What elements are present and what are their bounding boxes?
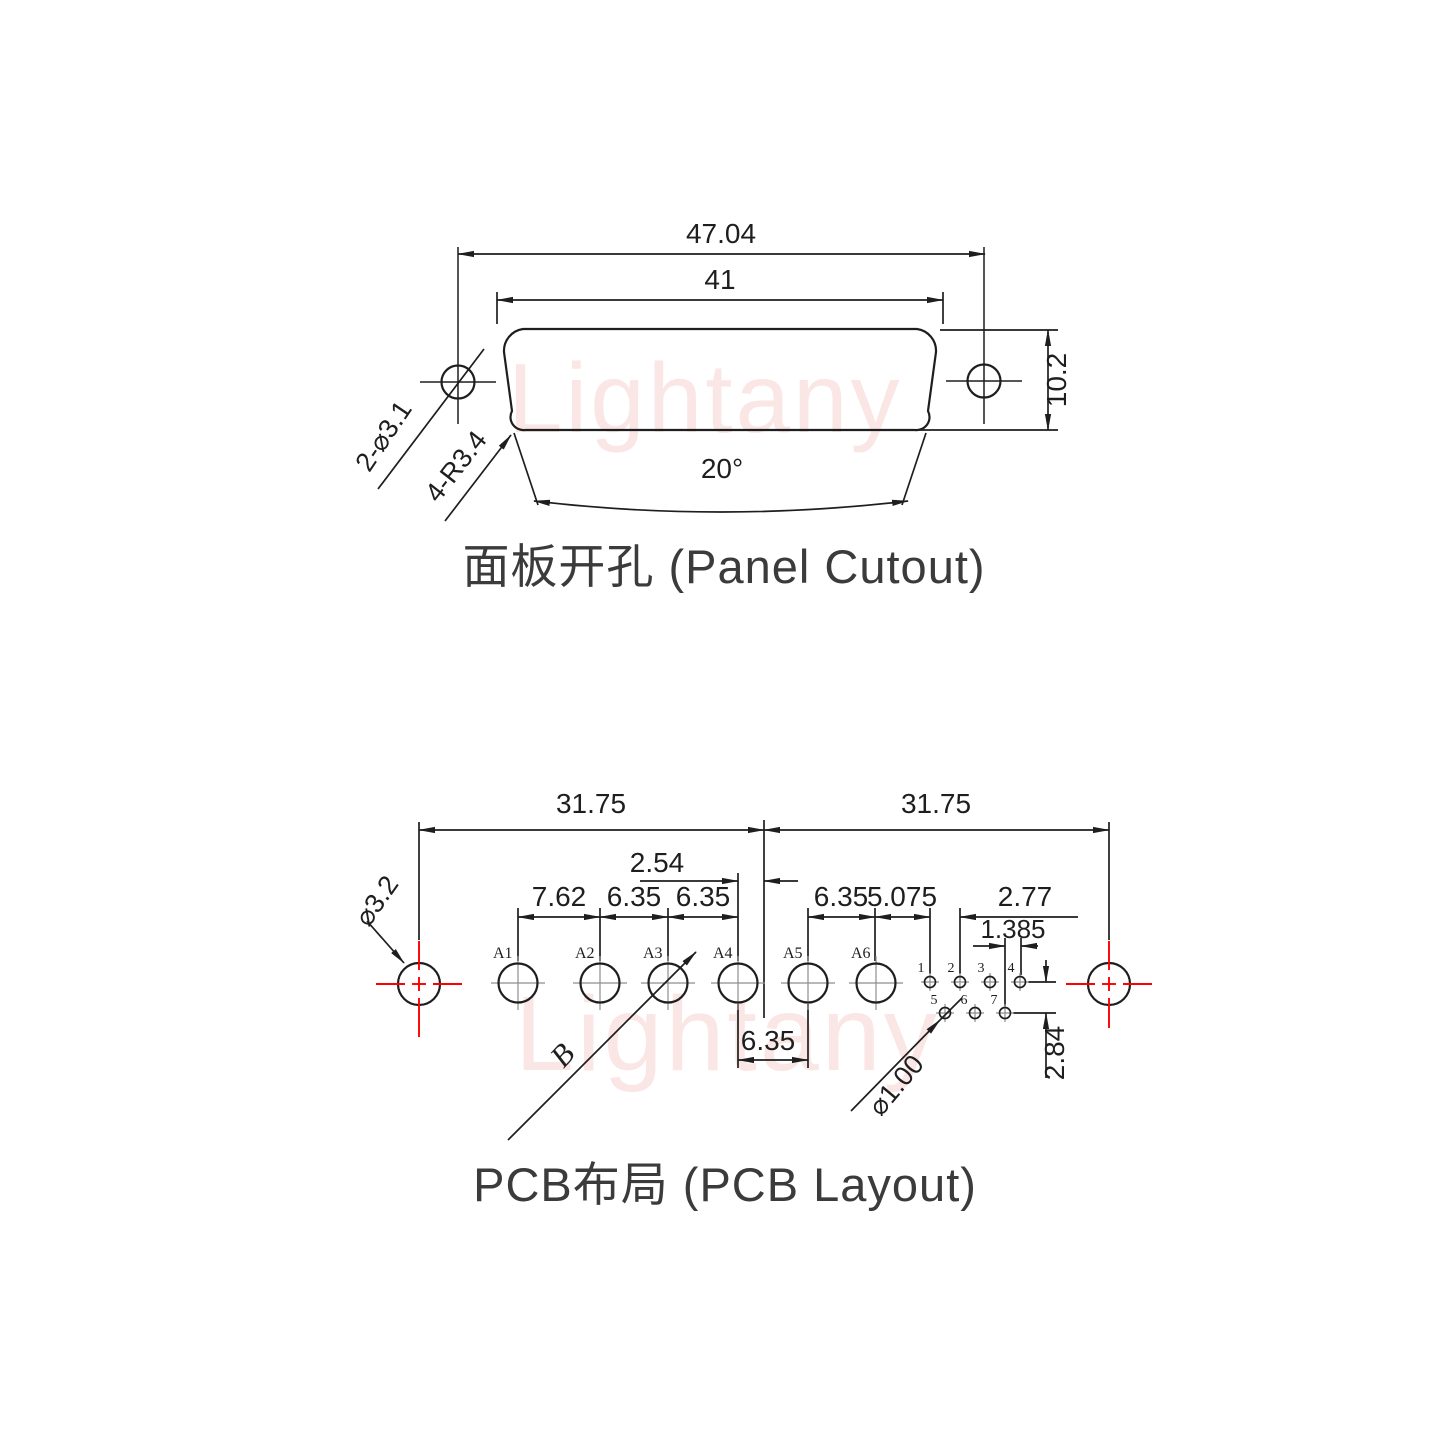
pin-label-2: 2: [948, 961, 955, 976]
contact-a2: A2: [573, 945, 627, 1010]
pin-2: 2: [948, 961, 969, 991]
dsub-cutout-outline: [502, 327, 938, 432]
pin-label-5: 5: [931, 993, 938, 1008]
pin-1: 1: [918, 961, 939, 991]
contact-a1: A1: [491, 945, 545, 1010]
contact-label-a3: A3: [643, 945, 663, 962]
dim-10-2: 10.2: [1041, 353, 1072, 408]
dim-2-84: 2.84: [1039, 1026, 1070, 1081]
angle-ext-right: [901, 432, 927, 506]
pin-5: 5: [931, 993, 954, 1022]
pcb-mount-hole-right: [1066, 941, 1152, 1028]
angle-arc: [533, 499, 909, 513]
leader-pcb-mount-hole: [366, 920, 405, 964]
pcb-layout-drawing: Lightany 31.75 31.75 2.54 7.62 6.35 6.35…: [349, 788, 1152, 1211]
callout-mount-hole-dia: ⌀3.2: [349, 870, 404, 931]
pin-4: 4: [1008, 961, 1029, 991]
callout-corner-radius: 4-R3.4: [419, 425, 493, 507]
dim-20-deg: 20°: [701, 453, 743, 484]
contact-a5: A5: [781, 945, 835, 1010]
contact-a6: A6: [849, 945, 903, 1010]
contact-label-a2: A2: [575, 945, 595, 962]
pin-label-1: 1: [918, 961, 925, 976]
dim-2-77: 2.77: [998, 881, 1053, 912]
dim-31-75-right: 31.75: [901, 788, 971, 819]
leader-coax-contact: [507, 951, 697, 1141]
leader-corner-radius: [444, 434, 512, 522]
dim-6-35-b: 6.35: [676, 881, 731, 912]
leader-pin-hole-tail: [939, 997, 963, 1021]
watermark-top: Lightany: [508, 343, 903, 453]
contact-a4: A4: [711, 945, 765, 1010]
dim-6-35-c: 6.35: [814, 881, 869, 912]
pcb-layout-title: PCB布局 (PCB Layout): [473, 1158, 977, 1211]
pin-3: 3: [978, 961, 999, 991]
leader-pin-hole: [850, 1019, 941, 1112]
angle-ext-left: [513, 432, 539, 506]
dim-47-04: 47.04: [686, 218, 756, 249]
dim-41: 41: [704, 264, 735, 295]
leader-mount-hole: [377, 348, 485, 490]
panel-cutout-drawing: Lightany 47.04 41 10.2 20° 2-⌀3.1: [349, 218, 1072, 593]
pin-7: 7: [991, 993, 1014, 1022]
dim-6-35-d: 6.35: [741, 1025, 796, 1056]
pin-label-7: 7: [991, 993, 998, 1008]
dim-31-75-left: 31.75: [556, 788, 626, 819]
contact-a3: A3: [641, 945, 695, 1010]
contact-label-a5: A5: [783, 945, 803, 962]
dim-6-35-a: 6.35: [607, 881, 662, 912]
dim-7-62: 7.62: [532, 881, 587, 912]
pin-label-4: 4: [1008, 961, 1015, 976]
pin-label-3: 3: [978, 961, 985, 976]
dim-5-075: 5.075: [867, 881, 937, 912]
contact-label-a6: A6: [851, 945, 871, 962]
pin-label-6: 6: [961, 993, 968, 1008]
contact-label-a1: A1: [493, 945, 513, 962]
panel-cutout-title: 面板开孔 (Panel Cutout): [462, 540, 985, 593]
callout-mount-holes: 2-⌀3.1: [349, 395, 417, 476]
pcb-mount-hole-left: [376, 941, 462, 1037]
pin-6: 6: [961, 993, 984, 1022]
dim-1-385: 1.385: [980, 914, 1045, 944]
contact-label-a4: A4: [713, 945, 733, 962]
dim-2-54: 2.54: [630, 847, 685, 878]
